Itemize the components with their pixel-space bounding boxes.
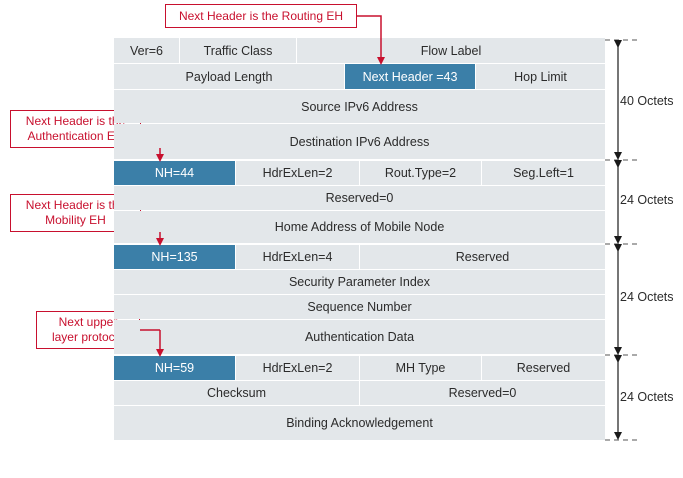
routing-eh-size-label: 24 Octets [620,193,674,207]
sequence-number-field: Sequence Number [114,295,605,319]
traffic-class-field: Traffic Class [180,38,296,63]
segments-left-field: Seg.Left=1 [482,161,605,185]
auth-hdr-ext-len-field: HdrExLen=4 [236,245,359,269]
routing-reserved-field: Reserved=0 [114,186,605,210]
routing-type-field: Rout.Type=2 [360,161,481,185]
flow-label-field: Flow Label [297,38,605,63]
source-address-field: Source IPv6 Address [114,90,605,123]
home-address-field: Home Address of Mobile Node [114,211,605,243]
version-field: Ver=6 [114,38,179,63]
destination-address-field: Destination IPv6 Address [114,124,605,159]
routing-hdr-ext-len-field: HdrExLen=2 [236,161,359,185]
security-parameter-index-field: Security Parameter Index [114,270,605,294]
next-header-field: Next Header =43 [345,64,475,89]
routing-nh-field: NH=44 [114,161,235,185]
payload-length-field: Payload Length [114,64,344,89]
auth-nh-field: NH=135 [114,245,235,269]
mobility-hdr-ext-len-field: HdrExLen=2 [236,356,359,380]
checksum-field: Checksum [114,381,359,405]
mobility-nh-field: NH=59 [114,356,235,380]
authentication-data-field: Authentication Data [114,320,605,354]
mh-type-field: MH Type [360,356,481,380]
mobility-reserved0-field: Reserved=0 [360,381,605,405]
mobility-eh-size-label: 24 Octets [620,390,674,404]
hop-limit-field: Hop Limit [476,64,605,89]
auth-eh-size-label: 24 Octets [620,290,674,304]
callout-routing-eh: Next Header is the Routing EH [165,4,357,28]
auth-reserved-field: Reserved [360,245,605,269]
binding-acknowledgement-field: Binding Acknowledgement [114,406,605,440]
mobility-reserved-field: Reserved [482,356,605,380]
ipv6-header-size-label: 40 Octets [620,94,674,108]
